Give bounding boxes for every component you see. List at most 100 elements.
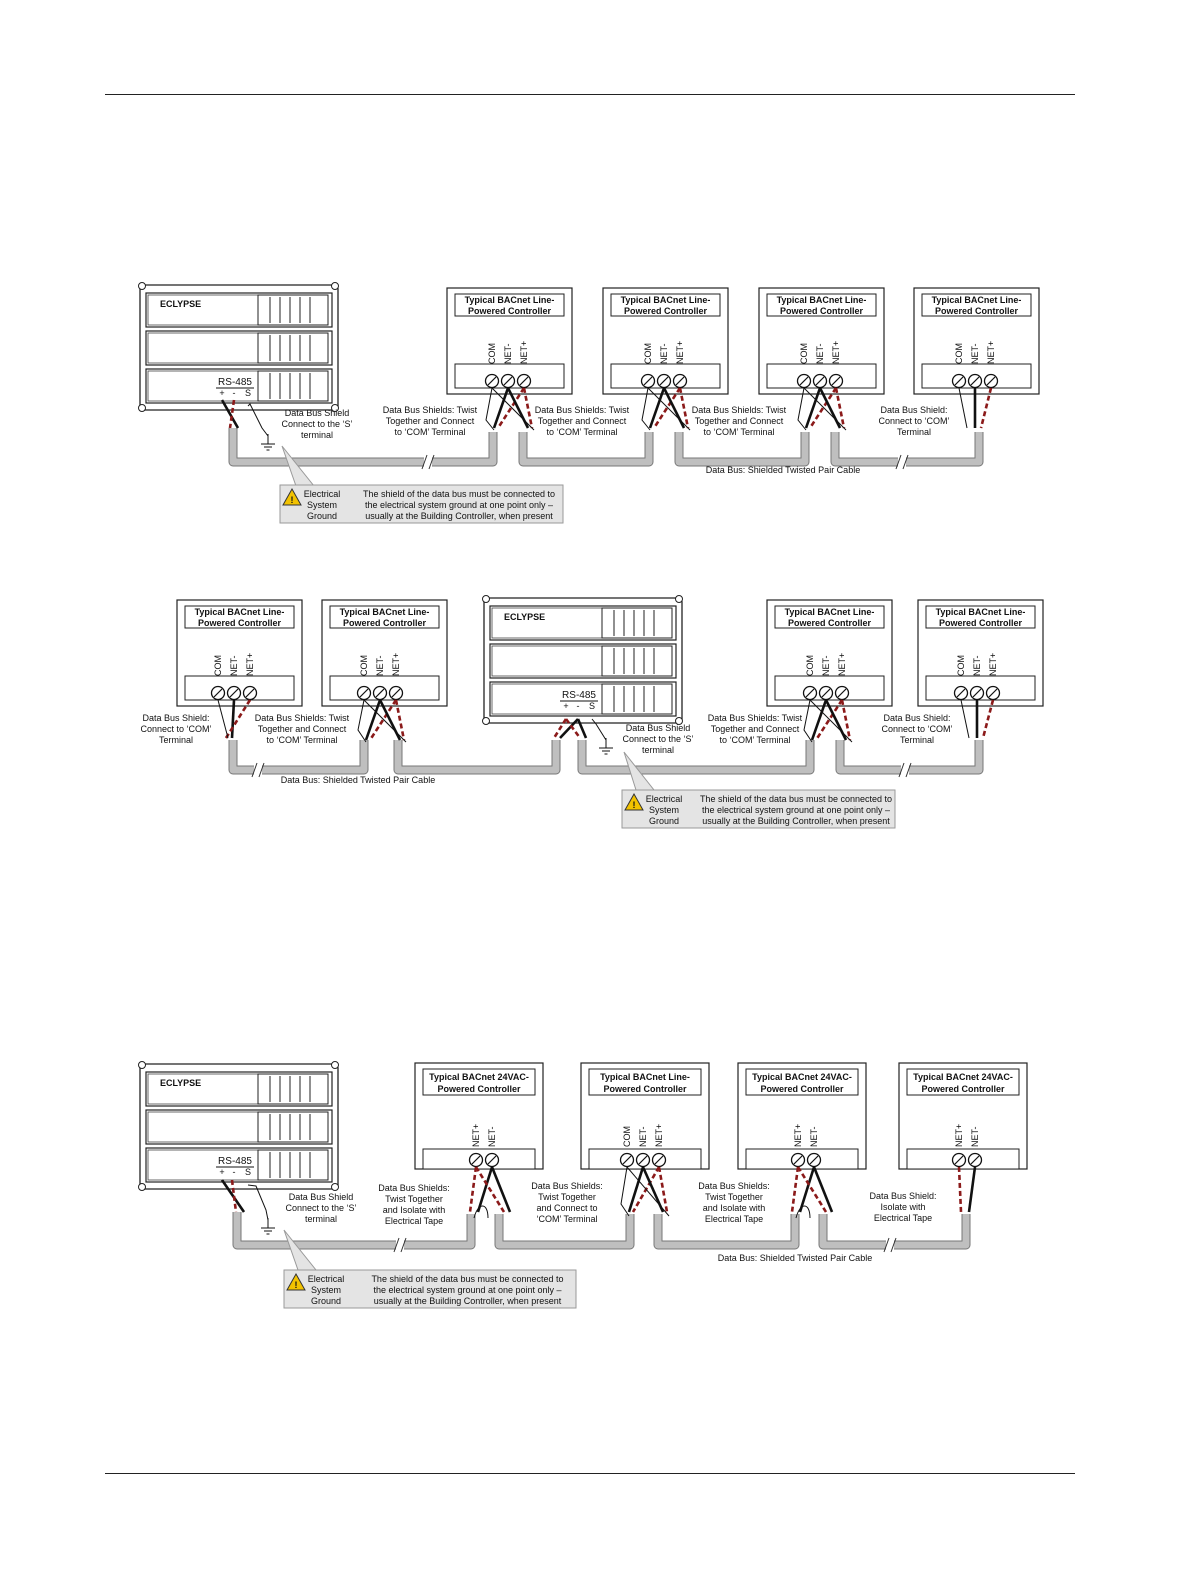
mounting-hole bbox=[331, 1061, 339, 1069]
warning-icon bbox=[624, 792, 644, 811]
shield-wire bbox=[357, 699, 367, 743]
ground-label: Ground bbox=[649, 816, 679, 826]
data-bus-cable bbox=[229, 740, 368, 774]
annotation: Twist Together bbox=[705, 1192, 763, 1202]
screw-slot bbox=[471, 1155, 481, 1165]
header-rule bbox=[105, 94, 1075, 95]
cable-label: Data Bus: Shielded Twisted Pair Cable bbox=[706, 465, 860, 475]
annotation: Together and Connect bbox=[258, 724, 347, 734]
annotation: Data Bus Shield: bbox=[883, 713, 950, 723]
net-wire bbox=[490, 1166, 512, 1213]
annotation: Twist Together bbox=[538, 1192, 596, 1202]
rs485-plus: + bbox=[563, 701, 568, 711]
data-bus-cable bbox=[675, 432, 809, 466]
ground-note-box bbox=[283, 1269, 577, 1309]
annotation: Connect to ‘COM’ bbox=[878, 416, 949, 426]
mounting-hole bbox=[331, 1183, 339, 1191]
eclypse-io-block bbox=[257, 332, 329, 364]
annotation: Connect to the ‘S’ bbox=[285, 1203, 356, 1213]
annotation: Electrical Tape bbox=[385, 1216, 443, 1226]
terminal-label: COM bbox=[954, 343, 964, 364]
net-wire bbox=[840, 699, 852, 741]
annotation: Together and Connect bbox=[538, 416, 627, 426]
mounting-hole bbox=[138, 1061, 146, 1069]
terminal-label: COM bbox=[359, 655, 369, 676]
controller-title: Typical BACnet Line- bbox=[777, 295, 867, 305]
eclypse-panel bbox=[491, 683, 603, 715]
screw-slot bbox=[519, 376, 529, 386]
ground-label: Ground bbox=[311, 1296, 341, 1306]
shield-wire bbox=[958, 387, 968, 429]
terminal-label: NET- bbox=[815, 343, 825, 364]
screw-slot bbox=[213, 688, 223, 698]
controller-title: Typical BACnet Line- bbox=[785, 607, 875, 617]
eclypse-panel bbox=[147, 294, 259, 326]
annotation: and Isolate with bbox=[703, 1203, 766, 1213]
controller-title-box bbox=[588, 1068, 702, 1096]
warning-icon bbox=[282, 487, 302, 506]
controller-title: Powered Controller bbox=[780, 306, 864, 316]
screw-slot bbox=[970, 376, 980, 386]
terminal-label: NET- bbox=[972, 655, 982, 676]
controller-title: Typical BACnet Line- bbox=[932, 295, 1022, 305]
cable-break-mark bbox=[883, 1237, 897, 1253]
ground-label: System bbox=[311, 1285, 341, 1295]
screw-slot bbox=[815, 376, 825, 386]
net-wire bbox=[957, 1166, 963, 1213]
net-wire bbox=[796, 1166, 828, 1213]
controller-title-box bbox=[925, 605, 1036, 629]
mounting-hole bbox=[675, 595, 683, 603]
net-wire bbox=[228, 399, 236, 429]
rs485-shield: S bbox=[245, 388, 251, 398]
cable-break bbox=[396, 1238, 404, 1252]
ground-note-text: the electrical system ground at one poin… bbox=[365, 500, 553, 510]
terminal-label: NET+ bbox=[831, 341, 841, 364]
ground-note-text: The shield of the data bus must be conne… bbox=[363, 489, 555, 499]
controller-title: Typical BACnet Line- bbox=[621, 295, 711, 305]
screw-slot bbox=[831, 376, 841, 386]
annotation: Data Bus Shields: bbox=[531, 1181, 603, 1191]
controller-title-box bbox=[774, 605, 885, 629]
annotation: Data Bus Shields: bbox=[378, 1183, 450, 1193]
mounting-hole bbox=[675, 717, 683, 725]
shield-wire bbox=[626, 1166, 670, 1217]
rs485-plus: + bbox=[219, 1167, 224, 1177]
cable-break bbox=[424, 455, 432, 469]
annotation: and Isolate with bbox=[383, 1205, 446, 1215]
mounting-hole bbox=[482, 717, 490, 725]
terminal-label: NET- bbox=[970, 343, 980, 364]
cable-break-mark bbox=[393, 1237, 407, 1253]
shield-wire bbox=[217, 699, 229, 739]
screw-slot bbox=[805, 688, 815, 698]
ground-note-text: usually at the Building Controller, when… bbox=[365, 511, 553, 521]
rs485-shield: S bbox=[589, 701, 595, 711]
net-wire bbox=[648, 387, 666, 429]
rs485-label: RS-485 bbox=[562, 690, 596, 701]
net-wire bbox=[476, 1166, 494, 1213]
terminal-label: NET+ bbox=[519, 341, 529, 364]
warning-icon-mark: ! bbox=[633, 800, 636, 810]
terminal-label: COM bbox=[622, 1126, 632, 1147]
cable-break-mark bbox=[898, 762, 912, 778]
ground-note-text: the electrical system ground at one poin… bbox=[702, 805, 890, 815]
net-wire bbox=[627, 1166, 645, 1213]
rs485-plus: + bbox=[219, 388, 224, 398]
screw-slot bbox=[821, 688, 831, 698]
ground-note-box bbox=[621, 789, 896, 829]
mounting-hole bbox=[331, 404, 339, 412]
eclypse-io-block bbox=[257, 370, 329, 402]
controller-title: Typical BACnet 24VAC- bbox=[913, 1072, 1013, 1082]
screw-slot bbox=[643, 376, 653, 386]
annotation: Data Bus Shield bbox=[285, 408, 350, 418]
net-wire bbox=[967, 1166, 977, 1213]
annotation: and Connect to bbox=[536, 1203, 597, 1213]
annotation: terminal bbox=[301, 430, 333, 440]
eclypse-label: ECLYPSE bbox=[504, 612, 545, 622]
mounting-hole bbox=[331, 282, 339, 290]
annotation: Connect to the ‘S’ bbox=[281, 419, 352, 429]
data-bus-cable-outline bbox=[393, 740, 561, 775]
annotation: Together and Connect bbox=[386, 416, 475, 426]
annotation: to ‘COM’ Terminal bbox=[394, 427, 465, 437]
screw-slot bbox=[988, 688, 998, 698]
controller-title: Powered Controller bbox=[624, 306, 708, 316]
